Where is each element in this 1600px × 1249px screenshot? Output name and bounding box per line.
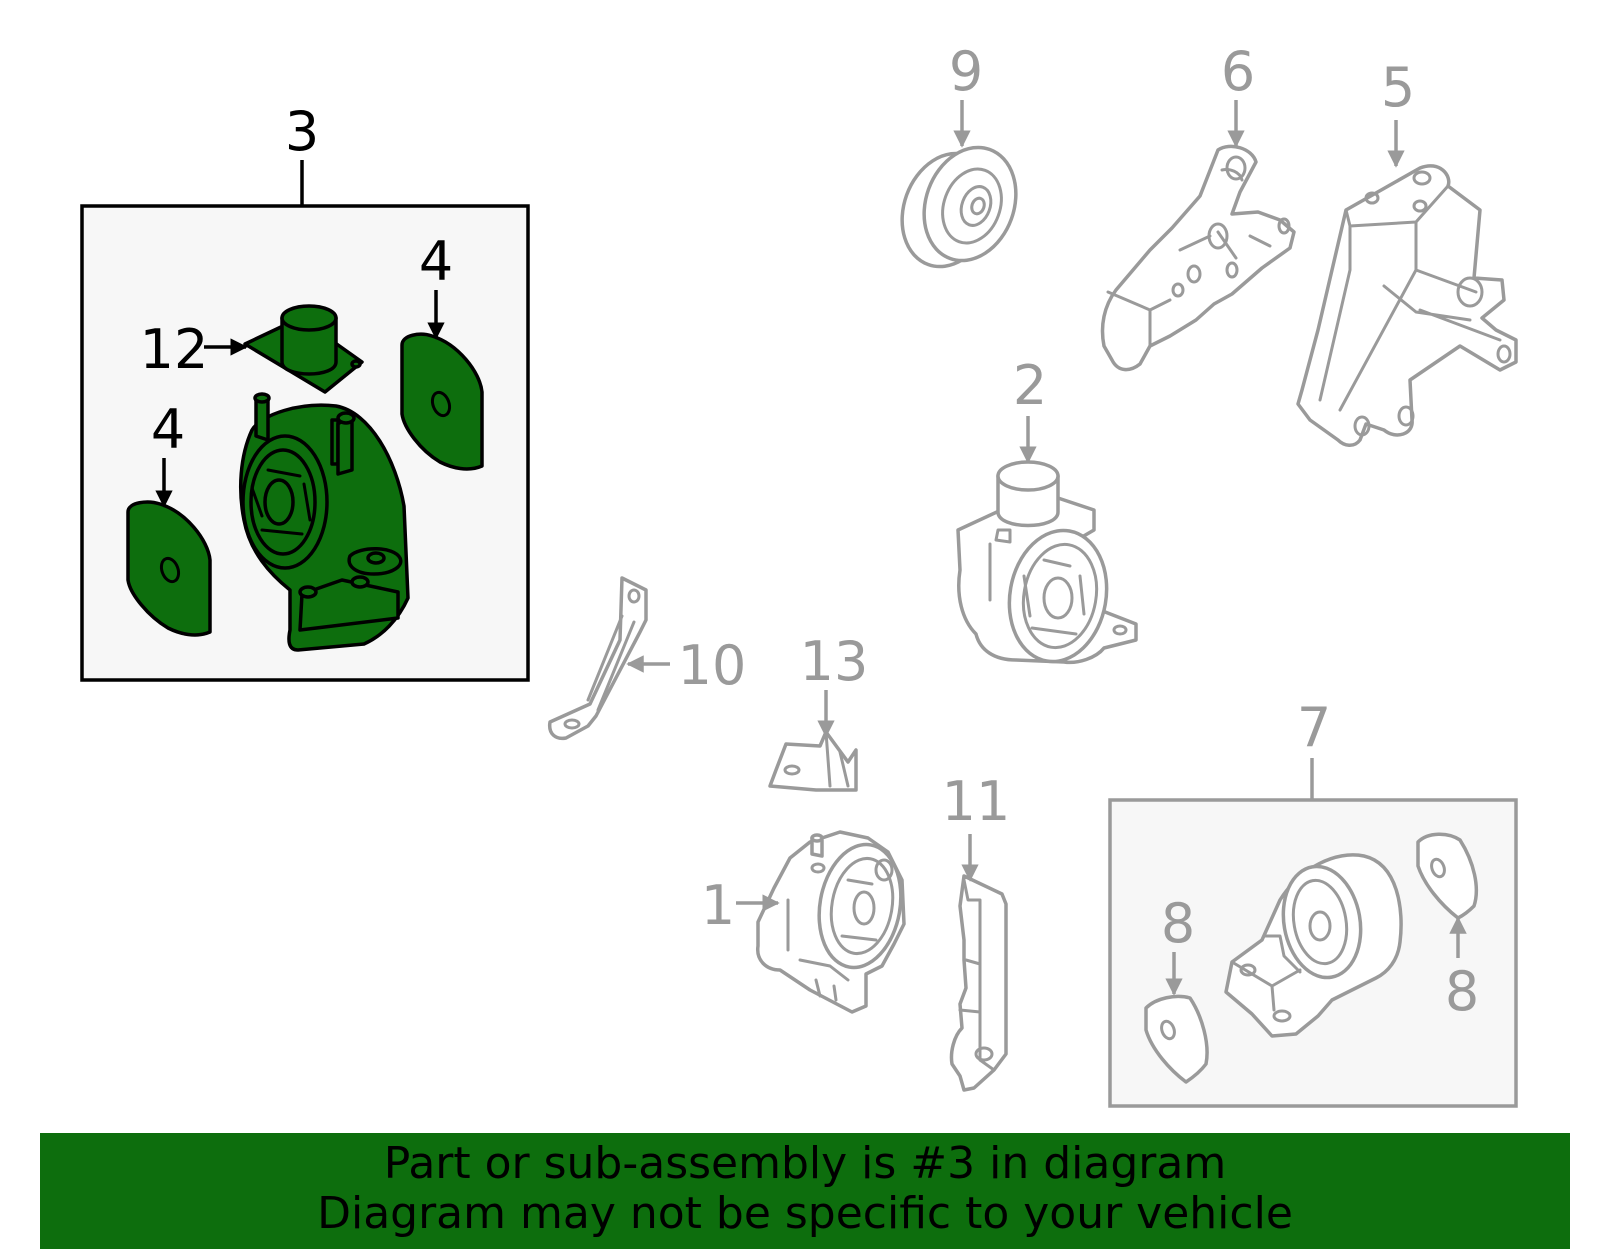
part-8-plate-left[interactable] — [1144, 994, 1209, 1084]
part-6-bracket[interactable] — [1100, 144, 1296, 372]
callout-9: 9 — [949, 40, 983, 103]
part-12-insulator-cap[interactable] — [243, 304, 364, 394]
callout-13: 13 — [800, 630, 869, 693]
part-9-pulley[interactable] — [887, 134, 1031, 279]
part-2-engine-mount[interactable] — [956, 460, 1138, 669]
callout-4b: 4 — [151, 398, 185, 461]
callout-8b: 8 — [1445, 960, 1479, 1023]
assembly-3-group[interactable]: 3 12 4 4 — [80, 100, 530, 682]
callout-8a: 8 — [1161, 892, 1195, 955]
info-banner: Part or sub-assembly is #3 in diagram Di… — [40, 1133, 1570, 1249]
assembly-7-group[interactable]: 7 8 8 — [1108, 696, 1518, 1108]
part-10-bracket[interactable] — [547, 576, 648, 741]
callout-11: 11 — [942, 770, 1011, 833]
part-1-transmission-mount[interactable] — [756, 830, 910, 1014]
callout-4a: 4 — [419, 230, 453, 293]
callout-10: 10 — [678, 634, 747, 697]
banner-line-1: Part or sub-assembly is #3 in diagram — [383, 1138, 1227, 1189]
banner-line-2: Diagram may not be specific to your vehi… — [317, 1188, 1293, 1239]
part-11-bracket[interactable] — [949, 874, 1008, 1092]
part-8-plate-right[interactable] — [1416, 832, 1479, 920]
callout-3: 3 — [285, 100, 319, 163]
part-4-plate-left[interactable] — [126, 500, 212, 637]
callout-1: 1 — [701, 874, 735, 937]
part-13-bracket[interactable] — [768, 730, 858, 792]
part-3-mount-body[interactable] — [239, 392, 410, 652]
part-7-mount[interactable] — [1224, 853, 1403, 1038]
callout-2: 2 — [1013, 354, 1047, 417]
callout-7: 7 — [1297, 696, 1331, 759]
callout-6: 6 — [1221, 40, 1255, 103]
part-5-engine-bracket[interactable] — [1296, 164, 1518, 447]
callout-5: 5 — [1381, 56, 1415, 119]
part-4-plate-right[interactable] — [400, 332, 484, 471]
callout-12: 12 — [140, 318, 209, 381]
